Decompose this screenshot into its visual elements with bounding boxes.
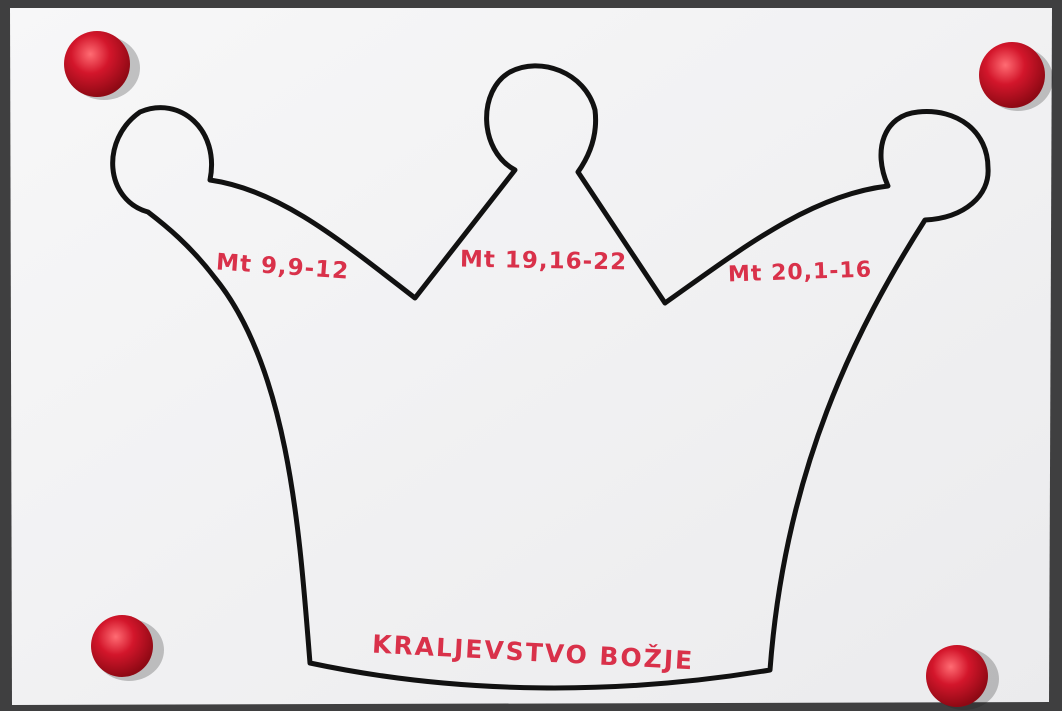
paper-sheet	[10, 8, 1052, 705]
bible-reference-right: Mt 20,1-16	[728, 257, 873, 287]
bible-reference-center: Mt 19,16-22	[460, 247, 628, 276]
